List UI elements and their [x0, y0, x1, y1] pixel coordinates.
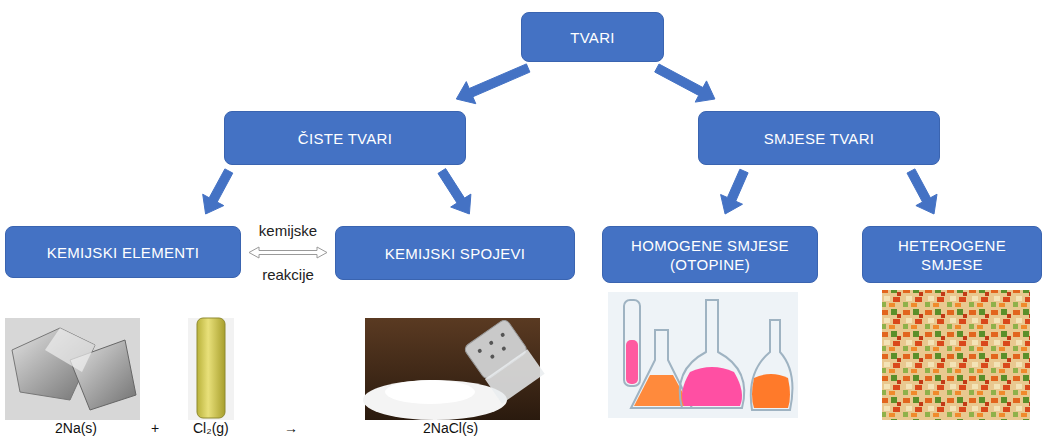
- connector-arrow: [203, 169, 233, 214]
- box-label: ČISTE TVARI: [298, 129, 392, 148]
- equation-term: 2Na(s): [55, 420, 97, 436]
- category-box: SMJESE TVARI: [698, 111, 940, 165]
- connector-arrow: [721, 169, 749, 214]
- category-box: ČISTE TVARI: [224, 111, 466, 165]
- sodium-photo: [5, 318, 140, 420]
- mixed-vegetables-photo: [882, 290, 1030, 420]
- connector-label: kemijske reakcije: [248, 209, 328, 297]
- box-label: SMJESE TVARI: [764, 129, 875, 148]
- category-box: HETEROGENE SMJESE: [862, 226, 1042, 283]
- connector-arrow: [438, 169, 471, 214]
- equation-term: Cl₂(g): [193, 420, 229, 436]
- equation-term: +: [151, 420, 159, 436]
- category-box: KEMIJSKI ELEMENTI: [5, 226, 241, 278]
- equation-term: 2NaCl(s): [423, 420, 478, 436]
- salt-shaker-photo: [363, 318, 545, 420]
- connector-arrow: [456, 64, 530, 104]
- connector-arrow: [655, 64, 715, 102]
- connector-arrow: [249, 247, 327, 258]
- box-label: HOMOGENE SMJESE (OTOPINE): [623, 236, 798, 274]
- connector-arrow: [907, 169, 937, 214]
- box-label: KEMIJSKI SPOJEVI: [385, 244, 526, 263]
- category-box: HOMOGENE SMJESE (OTOPINE): [602, 226, 818, 283]
- category-box: TVARI: [521, 12, 664, 62]
- box-label: KEMIJSKI ELEMENTI: [47, 243, 200, 262]
- box-label: TVARI: [570, 28, 615, 47]
- glassware-photo: [608, 292, 798, 418]
- box-label: HETEROGENE SMJESE: [892, 236, 1012, 274]
- category-box: KEMIJSKI SPOJEVI: [335, 226, 575, 280]
- chlorine-tube-photo: [188, 318, 234, 420]
- equation-term: →: [284, 420, 298, 436]
